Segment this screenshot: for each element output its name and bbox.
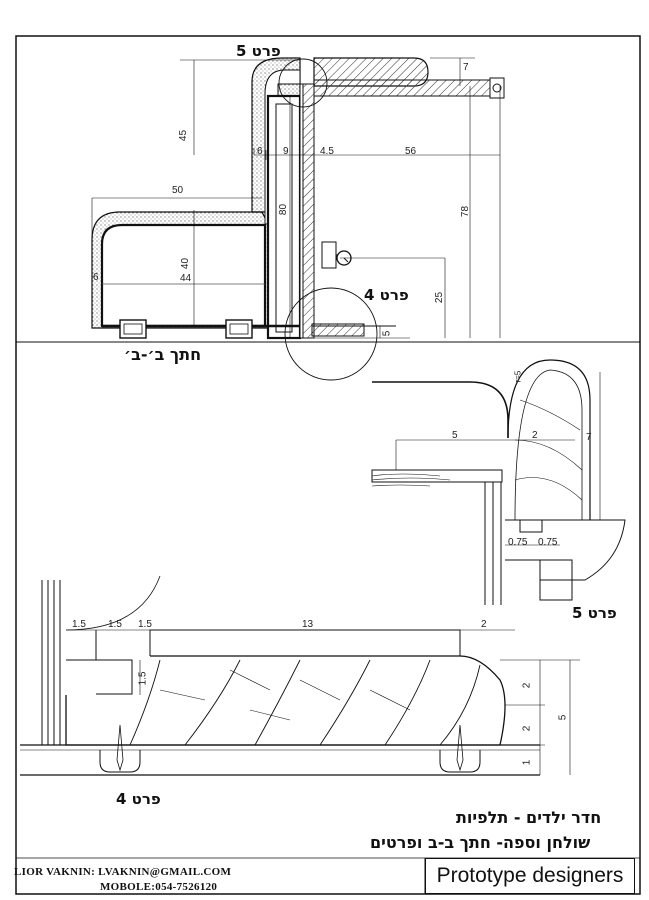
detail4-drawing <box>20 575 580 776</box>
sofa-section <box>91 57 302 340</box>
dim-6a: 6 <box>257 146 263 157</box>
dim-80: 80 <box>278 203 290 216</box>
dim-78: 78 <box>460 205 472 218</box>
detail4-dim-1-5a: 1.5 <box>72 619 86 630</box>
title-line-1: חדר ילדים - תלפיות <box>456 808 602 827</box>
detail4-dim-1-5b: 1.5 <box>108 619 122 630</box>
detail5-dim-5: 5 <box>452 430 458 441</box>
section-bb-label: חתך ב׳-ב׳ <box>124 345 202 364</box>
dim-4-5: 4.5 <box>320 146 334 157</box>
detail5-dim-7: 7 <box>586 432 592 443</box>
detail4-bottom-label: פרט 4 <box>116 790 161 808</box>
dim-45: 45 <box>178 129 190 142</box>
detail4-dim-13: 13 <box>302 619 314 630</box>
dim-50: 50 <box>172 185 184 196</box>
dim-40: 40 <box>180 257 192 270</box>
detail5-dim-0-75a: 0.75 <box>508 537 528 548</box>
detail4-dim-1: 1 <box>521 759 533 766</box>
detail4-mid-label: פרט 4 <box>364 286 409 304</box>
dim-5a: 5 <box>381 330 393 337</box>
brand-label: Prototype designers <box>436 864 624 887</box>
dim-44: 44 <box>180 273 192 284</box>
dim-7-top: 7 <box>463 62 469 73</box>
dim-6b: 6 <box>93 272 99 283</box>
dim-9: 9 <box>283 146 289 157</box>
detail4-dim-2-top: 2 <box>481 619 487 630</box>
detail4-dim-2b: 2 <box>521 725 533 732</box>
detail5-right-label: פרט 5 <box>572 604 617 622</box>
title-line-2: שולחן וספה- חתך ב-ב ופרטים <box>370 833 591 852</box>
detail4-dim-5: 5 <box>557 714 569 721</box>
detail5-dim-2: 2 <box>532 430 538 441</box>
detail5-dim-r5: r=5 <box>513 370 523 383</box>
desk-section <box>278 57 505 381</box>
dim-56: 56 <box>405 146 417 157</box>
wall-section <box>299 83 315 339</box>
detail4-dim-2a: 2 <box>521 682 533 689</box>
brand-box: Prototype designers <box>425 858 635 894</box>
detail5-top-label: פרט 5 <box>236 42 281 60</box>
top-dimension-lines <box>91 57 501 339</box>
footer-phone-line: MOBOLE:054-7526120 <box>100 881 218 893</box>
detail5-dim-0-75b: 0.75 <box>538 537 558 548</box>
detail4-dim-1-5c: 1.5 <box>138 619 152 630</box>
detail5-drawing <box>371 359 626 605</box>
sheet-frame <box>15 35 641 895</box>
detail4-dim-1-5v: 1.5 <box>137 671 149 686</box>
dim-25: 25 <box>434 291 446 304</box>
footer-email-line: LIOR VAKNIN: LVAKNIN@GMAIL.COM <box>14 866 232 878</box>
